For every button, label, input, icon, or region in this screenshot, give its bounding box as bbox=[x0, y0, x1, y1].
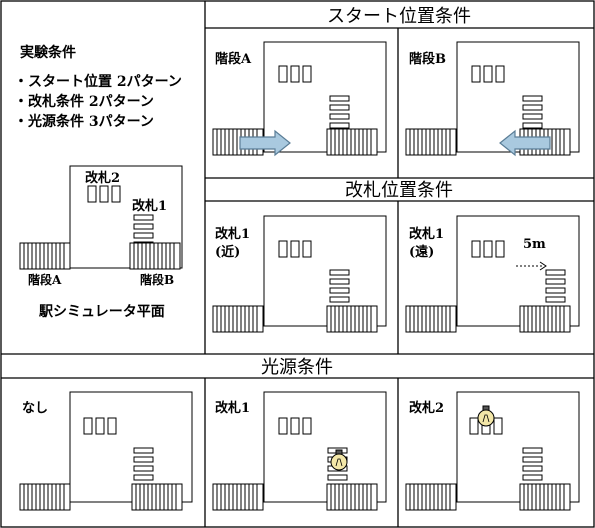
stairs-b-icon bbox=[326, 305, 378, 333]
panel-label: なし bbox=[22, 401, 48, 416]
panel-start-stair-b: 階段B bbox=[405, 41, 580, 157]
gate1-icon bbox=[329, 95, 350, 129]
section-title-start: スタート位置条件 bbox=[327, 6, 471, 27]
station-plan-map: 改札2 改札1 階段A 階段B bbox=[19, 165, 183, 287]
panel-light-none: なし bbox=[19, 391, 193, 511]
panel-label: 階段A bbox=[215, 51, 252, 67]
gate1-icon bbox=[133, 447, 154, 481]
gate2-icon bbox=[87, 185, 121, 203]
map-label-gate2: 改札2 bbox=[85, 170, 120, 186]
stairs-b-icon bbox=[129, 242, 181, 270]
panel-label: 階段B bbox=[409, 51, 446, 67]
stairs-a-icon bbox=[19, 483, 71, 511]
panel-sublabel: (遠) bbox=[409, 244, 434, 260]
panel-light-gate1: 改札1 bbox=[212, 391, 387, 511]
panel-label: 改札2 bbox=[409, 400, 444, 416]
gate1-icon bbox=[522, 95, 543, 129]
gate1-icon bbox=[522, 447, 543, 481]
panel-gate-far: 改札1 (遠) 5m bbox=[405, 215, 580, 333]
gate1-icon bbox=[545, 269, 566, 303]
map-label-gate1: 改札1 bbox=[132, 198, 167, 214]
section-title-light: 光源条件 bbox=[261, 357, 333, 378]
start-arrow-right-icon bbox=[239, 129, 291, 157]
stairs-b-icon bbox=[519, 305, 571, 333]
panel-gate-near: 改札1 (近) bbox=[212, 215, 387, 333]
map-caption: 駅シミュレータ平面 bbox=[39, 304, 165, 320]
condition-item-gate: ・改札条件 2パターン bbox=[14, 93, 154, 110]
stairs-a-icon bbox=[405, 305, 457, 333]
stairs-a-icon bbox=[212, 483, 264, 511]
gate2-icon bbox=[83, 417, 117, 435]
gate2-icon bbox=[471, 65, 505, 83]
map-label-stair-b: 階段B bbox=[140, 272, 174, 287]
stairs-a-icon bbox=[405, 483, 457, 511]
stairs-b-icon bbox=[326, 483, 378, 511]
section-title-gate: 改札位置条件 bbox=[345, 180, 453, 201]
stairs-a-icon bbox=[405, 128, 457, 156]
condition-item-start: ・スタート位置 2パターン bbox=[14, 73, 182, 90]
conditions-title: 実験条件 bbox=[20, 44, 76, 61]
start-arrow-left-icon bbox=[499, 129, 551, 157]
left-panel: 実験条件 ・スタート位置 2パターン ・改札条件 2パターン ・光源条件 3パタ… bbox=[14, 44, 183, 320]
panel-light-gate2: 改札2 bbox=[405, 391, 580, 511]
panel-start-stair-a: 階段A bbox=[212, 41, 387, 157]
light-bulb-icon bbox=[477, 405, 495, 427]
gate1-icon bbox=[329, 269, 350, 303]
gate2-icon bbox=[471, 240, 505, 258]
condition-item-light: ・光源条件 3パターン bbox=[14, 113, 154, 130]
panel-label: 改札1 bbox=[215, 400, 250, 416]
gate1-icon bbox=[133, 214, 154, 248]
stairs-b-icon bbox=[519, 483, 571, 511]
stairs-b-icon bbox=[326, 128, 378, 156]
stairs-b-icon bbox=[131, 483, 183, 511]
gate2-icon bbox=[278, 240, 312, 258]
panel-sublabel: (近) bbox=[215, 244, 240, 260]
gate2-icon bbox=[278, 417, 312, 435]
gate2-icon bbox=[278, 65, 312, 83]
panel-label: 改札1 bbox=[409, 226, 444, 242]
stairs-a-icon bbox=[212, 305, 264, 333]
stairs-a-icon bbox=[19, 242, 71, 270]
map-label-stair-a: 階段A bbox=[28, 272, 62, 287]
panel-label: 改札1 bbox=[215, 226, 250, 242]
distance-label: 5m bbox=[523, 237, 546, 252]
